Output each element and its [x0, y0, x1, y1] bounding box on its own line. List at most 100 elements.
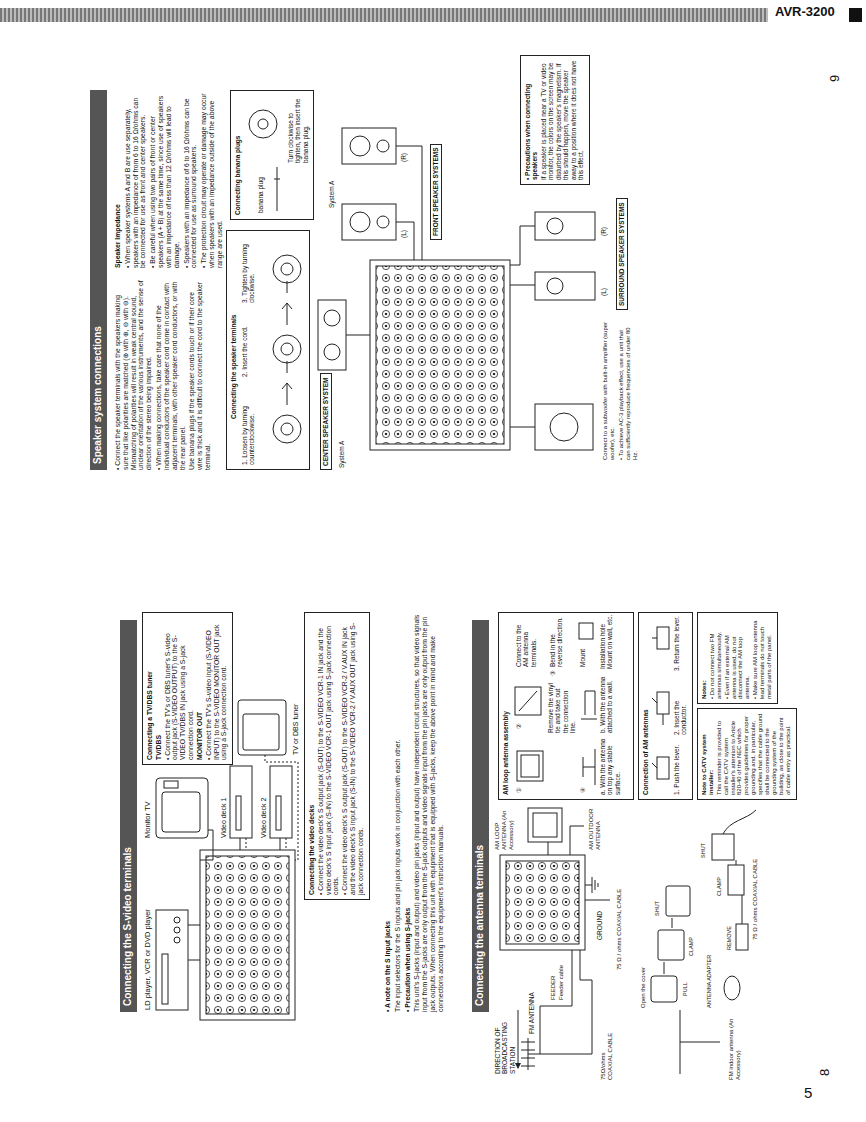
drawing-part: [174, 917, 180, 923]
drawing-part: [515, 687, 541, 715]
drawing-part: [585, 877, 598, 893]
box-text: Installation hole Mount on wall, etc.: [599, 613, 614, 669]
part-label: 75 Ω / ohms COAXIAL CABLE: [616, 860, 623, 970]
drawing-part: [547, 278, 563, 294]
drawing-part: [521, 755, 539, 777]
drawing-part: [236, 796, 241, 830]
drawing-part: [273, 255, 301, 283]
box-text: Mount: [579, 641, 586, 667]
box-text: 3. Return the lever.: [673, 615, 680, 671]
drawing-part: [547, 218, 563, 234]
drawing-part: [550, 413, 578, 441]
drawing-part: [535, 212, 595, 240]
drawing-part: [528, 808, 562, 842]
part-label: Feeder cable: [558, 955, 565, 1000]
drawing-part: [200, 850, 295, 1020]
box-title: FRONT SPEAKER SYSTEMS: [432, 148, 439, 236]
box-text: • Do not connect two FM antennas simulta…: [709, 617, 723, 699]
box-text: ③: [549, 667, 556, 676]
model-name: AVR-3200: [772, 5, 838, 20]
drawing-part: [579, 623, 593, 639]
instruction-box: Connecting the video decks• Connect the …: [304, 612, 370, 900]
drawing-part: [273, 255, 301, 443]
drawing-part: [188, 925, 200, 960]
note-text: The input selectors for the S inputs and…: [394, 612, 402, 1012]
box-text: Turn clockwise to tighten, then insert t…: [287, 93, 309, 163]
box-text: TV/DBS: [155, 617, 163, 760]
drawing-part: [652, 763, 657, 768]
banana-box: Connecting banana plugs banana plug Turn c…: [230, 90, 314, 220]
drawing-part: [230, 766, 252, 838]
drawing-part: [652, 698, 663, 725]
box-title: Connection of AM antennas: [642, 625, 649, 795]
drawing-part: [281, 423, 293, 435]
drawing-part: [324, 310, 340, 326]
device-label: TV or DBS tuner: [292, 675, 300, 755]
drawing-part: [580, 950, 592, 1054]
drawing-part: [680, 1010, 720, 1074]
drawing-part: [651, 976, 677, 1002]
step-label: SHUT: [654, 892, 660, 916]
device-label: Video deck 1: [220, 768, 228, 838]
note-heading: • Precaution when using S-jacks: [404, 612, 412, 1012]
drawing-part: [519, 691, 537, 711]
box-text: 2. Insert the conductor.: [673, 675, 688, 735]
drawing-part: [535, 404, 593, 450]
box-title: Speaker system connections: [92, 96, 104, 464]
drawing-part: [342, 204, 396, 240]
drawing-part: [282, 383, 292, 405]
drawing-part: [273, 415, 301, 443]
rotated-spread: • A note on the S input jacksThe input s…: [80, 40, 860, 1100]
drawing-part: [162, 954, 168, 1004]
bullet-text: • Connect the speaker terminals with the…: [114, 280, 153, 470]
box-text: 2. Insert the cord.: [241, 313, 248, 377]
device-label: Video deck 2: [260, 768, 268, 838]
box-text: banana plug: [257, 163, 264, 213]
box-text: • Even if an external AM antenna is used…: [724, 617, 752, 699]
note-text: This unit's S-jacks (input and output) a…: [413, 612, 444, 1012]
text-column: • A note on the S input jacksThe input s…: [384, 612, 447, 1012]
page-number: 8: [818, 1069, 833, 1076]
drawing-part: [657, 627, 669, 649]
part-label: GROUND: [596, 900, 603, 940]
note-text: • To achieve AC-3 playback effect, use a…: [618, 320, 639, 460]
text-column: Speaker Impedance• When speaker systems …: [114, 90, 226, 268]
drawing-part: [540, 950, 572, 1054]
system-tag: CENTER SPEAKER SYSTEM: [320, 374, 332, 471]
drawing-part: [657, 757, 669, 779]
drawing-part: [510, 427, 535, 428]
drawing-part: [282, 303, 292, 325]
drawing-part: [324, 344, 340, 360]
box-title: Connecting the S-video terminals: [122, 626, 134, 1006]
stripe-bar: [0, 8, 768, 22]
box-text: This reminder is provided to call the CA…: [716, 713, 792, 795]
system-label: System A: [338, 428, 345, 468]
box-title: Connecting a TV/DBS tuner: [146, 617, 154, 760]
terminal-drawing: [227, 229, 311, 469]
drawing-part: [350, 136, 370, 156]
box-text: ①: [515, 783, 522, 793]
drawing-part: [281, 263, 293, 275]
step-label: Open the cover: [640, 948, 647, 1008]
step-label: PULL: [682, 972, 688, 996]
drawing-part: [506, 861, 579, 944]
drawing-part: [274, 167, 280, 211]
channel-label: (L): [400, 230, 407, 238]
bullet-text: • The protection circuit may operate or …: [200, 90, 223, 268]
device-label: Monitor TV: [144, 768, 153, 838]
box-text: • Connect the video deck's S output jack…: [317, 617, 340, 895]
box-text: Bend in the reverse direction.: [549, 615, 564, 667]
drawing-part: [243, 714, 279, 750]
drawing-part: [585, 900, 610, 901]
drawing-part: [548, 842, 549, 855]
drawing-part: [535, 272, 595, 300]
section-header: Connecting the S-video terminals: [120, 620, 137, 1012]
drawing-part: [162, 792, 200, 832]
note-box: Notes:• Do not connect two FM antennas s…: [697, 612, 778, 704]
box-title: Connecting the speaker terminals: [230, 239, 237, 419]
drawing-part: [377, 140, 389, 152]
drawing-part: [712, 834, 734, 860]
part-label: FEEDER: [550, 955, 557, 1000]
drawing-part: [270, 766, 292, 838]
box-title: Connecting banana plugs: [234, 93, 241, 215]
